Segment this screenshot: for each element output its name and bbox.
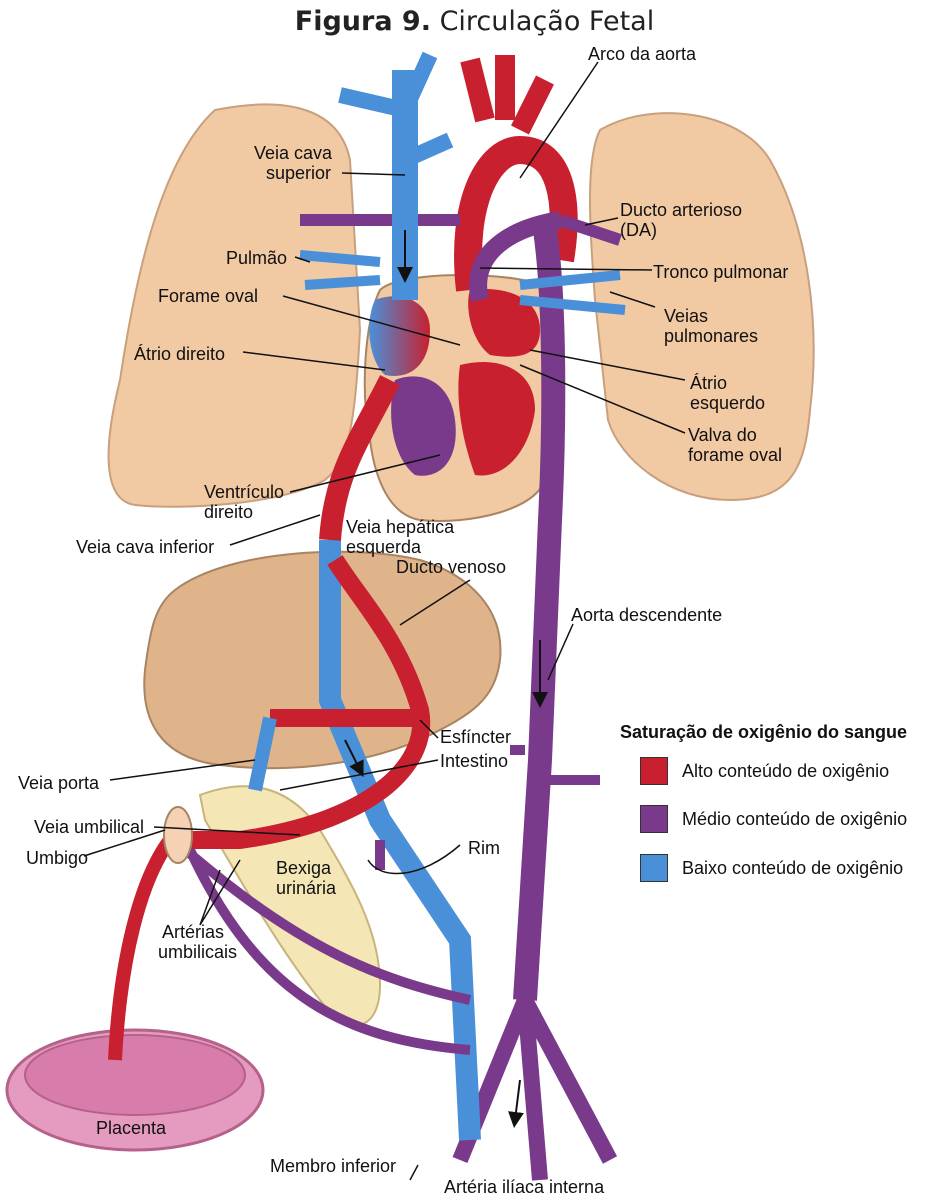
label-placenta: Placenta — [96, 1118, 166, 1139]
label-intestino: Intestino — [440, 751, 508, 772]
label-veia-hepatica-1: Veia hepática — [346, 517, 454, 538]
label-aorta-descendente: Aorta descendente — [571, 605, 722, 626]
label-veia-umbilical: Veia umbilical — [34, 817, 144, 838]
label-membro-inferior: Membro inferior — [270, 1156, 396, 1177]
label-veia-cava-superior-2: superior — [266, 163, 331, 184]
label-ducto-arterioso-1: Ducto arterioso — [620, 200, 742, 221]
legend-item-high: Alto conteúdo de oxigênio — [640, 756, 889, 786]
legend-item-medium: Médio conteúdo de oxigênio — [640, 804, 907, 834]
label-bexiga-1: Bexiga — [276, 858, 331, 879]
legend-label-low: Baixo conteúdo de oxigênio — [682, 858, 903, 879]
legend-swatch-medium — [640, 805, 668, 833]
label-bexiga-2: urinária — [276, 878, 336, 899]
label-valva-forame-1: Valva do — [688, 425, 757, 446]
label-veia-cava-superior-1: Veia cava — [254, 143, 332, 164]
label-arterias-umbilicais-2: umbilicais — [158, 942, 237, 963]
legend-title: Saturação de oxigênio do sangue — [620, 722, 907, 743]
label-arterias-umbilicais-1: Artérias — [162, 922, 224, 943]
label-veias-pulmonares-2: pulmonares — [664, 326, 758, 347]
legend-swatch-low — [640, 854, 668, 882]
label-rim: Rim — [468, 838, 500, 859]
label-arco-aorta: Arco da aorta — [588, 44, 696, 65]
label-ventriculo-direito-2: direito — [204, 502, 253, 523]
label-arteria-iliaca: Artéria ilíaca interna — [444, 1177, 604, 1198]
label-forame-oval: Forame oval — [158, 286, 258, 307]
legend-label-medium: Médio conteúdo de oxigênio — [682, 809, 907, 830]
label-atrio-esquerdo-2: esquerdo — [690, 393, 765, 414]
label-atrio-esquerdo-1: Átrio — [690, 373, 727, 394]
label-veia-hepatica-2: esquerda — [346, 537, 421, 558]
label-valva-forame-2: forame oval — [688, 445, 782, 466]
legend-label-high: Alto conteúdo de oxigênio — [682, 761, 889, 782]
label-ducto-venoso: Ducto venoso — [396, 557, 506, 578]
label-pulmao: Pulmão — [226, 248, 287, 269]
label-veia-cava-inferior: Veia cava inferior — [76, 537, 214, 558]
label-tronco-pulmonar: Tronco pulmonar — [653, 262, 788, 283]
umbilicus — [164, 807, 192, 863]
label-ventriculo-direito-1: Ventrículo — [204, 482, 284, 503]
label-ducto-arterioso-2: (DA) — [620, 220, 657, 241]
label-umbigo: Umbigo — [26, 848, 88, 869]
legend-item-low: Baixo conteúdo de oxigênio — [640, 853, 903, 883]
label-esfincter: Esfíncter — [440, 727, 511, 748]
legend-swatch-high — [640, 757, 668, 785]
label-veia-porta: Veia porta — [18, 773, 99, 794]
label-veias-pulmonares-1: Veias — [664, 306, 708, 327]
label-atrio-direito: Átrio direito — [134, 344, 225, 365]
